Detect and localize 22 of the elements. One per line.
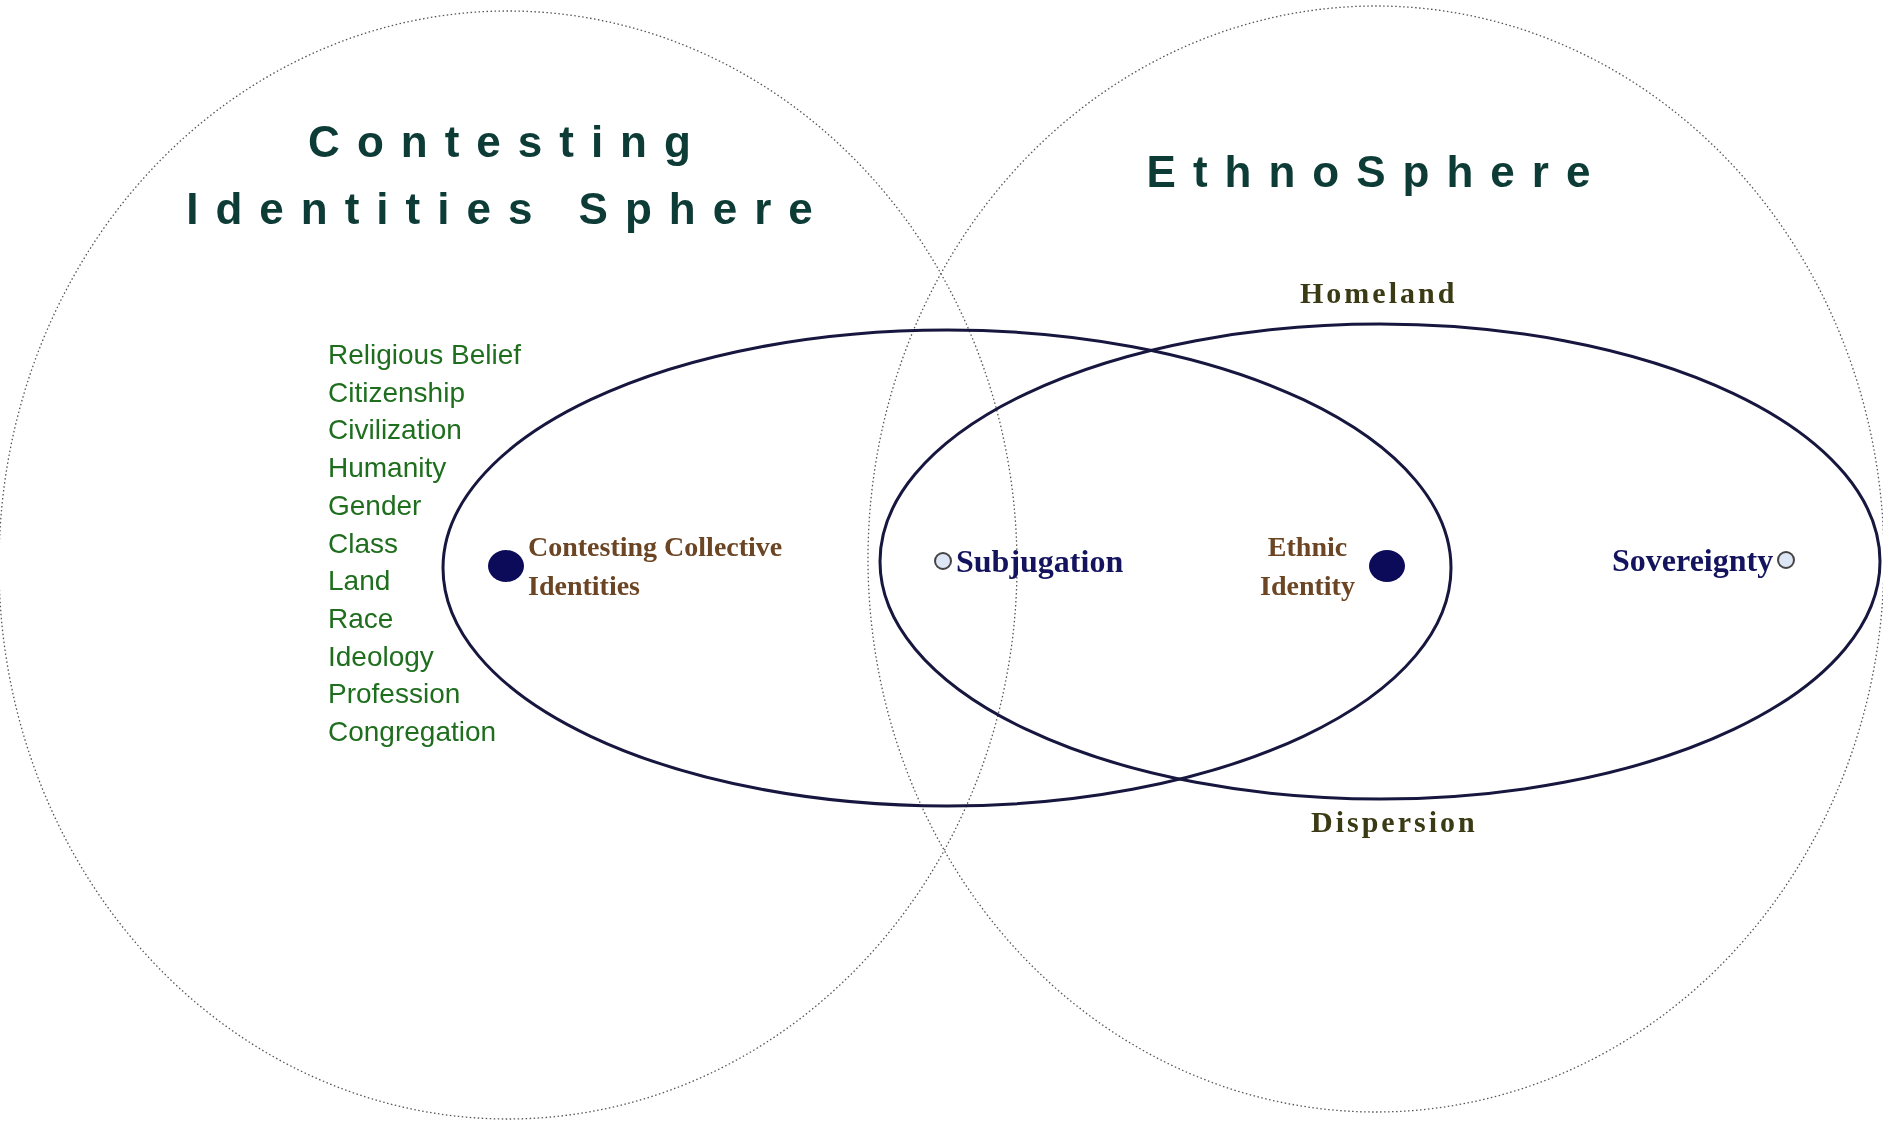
identity-item: Humanity — [328, 451, 448, 486]
identity-item: Gender — [328, 488, 423, 523]
identity-item: Profession — [328, 677, 462, 712]
sphere-title: EthnoSphere — [1145, 146, 1609, 198]
identity-item: Religious Belief — [328, 338, 521, 372]
identity-item: Congregation — [328, 715, 498, 750]
identity-item: Ideology — [328, 639, 435, 674]
dot-marker — [934, 552, 952, 571]
dot-marker — [488, 550, 524, 583]
identity-item: Civilization — [328, 413, 463, 448]
node-label: Sovereignty — [1612, 541, 1774, 580]
identity-item: Citizenship — [328, 375, 466, 410]
identity-item: Race — [328, 601, 395, 636]
node-label: Contesting Collective Identities — [528, 530, 784, 604]
ellipse-caption: Dispersion — [1311, 805, 1478, 839]
identity-item: Class — [328, 526, 399, 561]
identity-item: Land — [328, 564, 392, 599]
node-label: Ethnic Identity — [1259, 530, 1356, 604]
sphere-title: Contesting Identities Sphere — [185, 116, 831, 235]
dot-marker — [1369, 550, 1405, 583]
node-label: Subjugation — [956, 542, 1124, 581]
ellipse-caption: Homeland — [1300, 276, 1458, 310]
